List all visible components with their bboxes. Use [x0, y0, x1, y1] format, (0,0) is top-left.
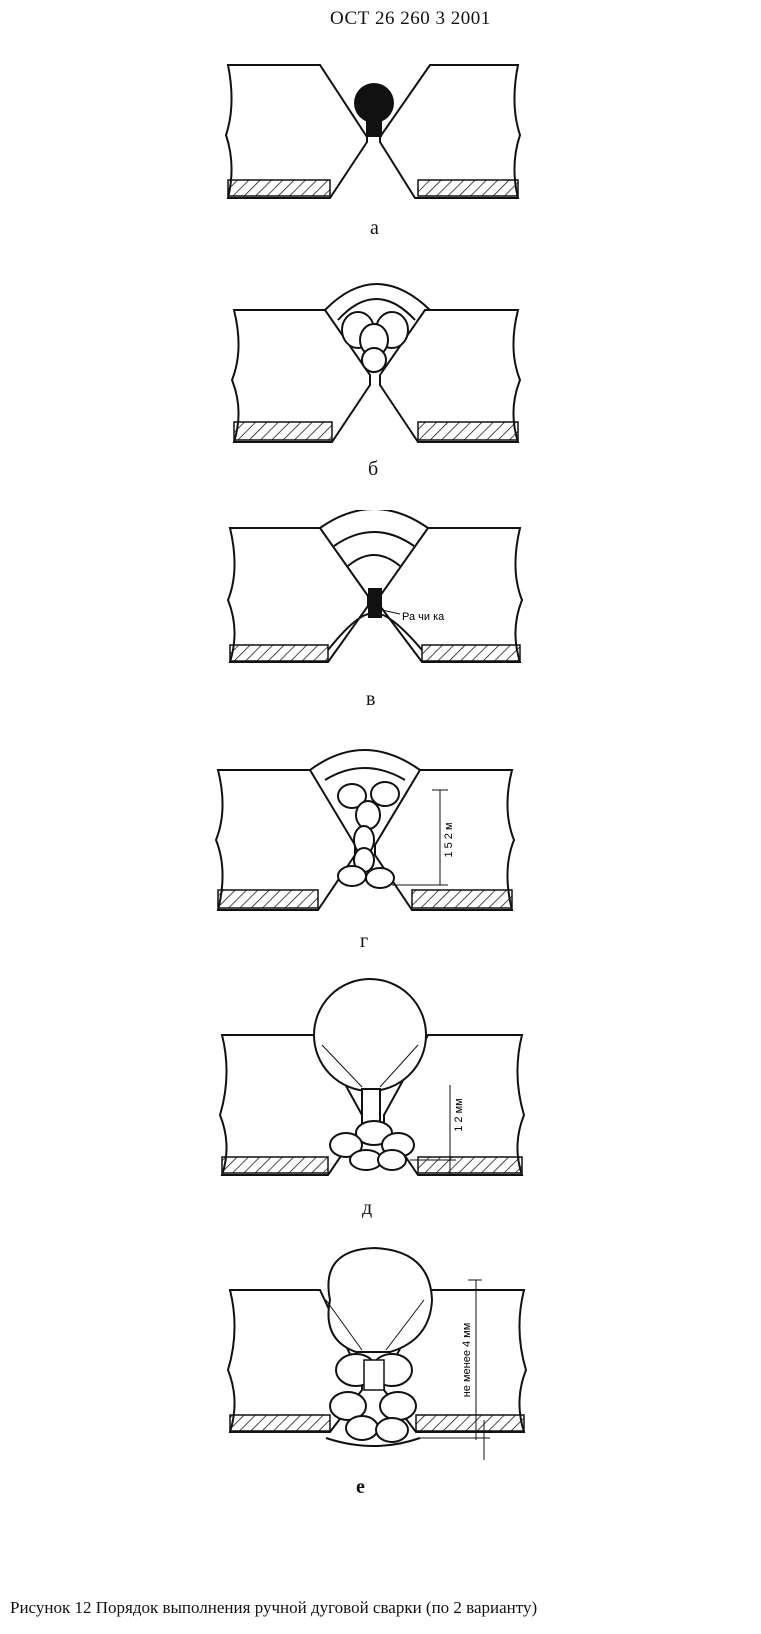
dimension-d: 1 2 мм	[453, 1098, 465, 1131]
document-code: ОСТ 26 260 3 2001	[330, 8, 491, 29]
weld-diagram-e: не менее 4 мм	[226, 1246, 528, 1460]
figure-g: 1 5 2 м г	[0, 740, 761, 952]
figure-d: 1 2 мм д	[0, 975, 761, 1219]
weld-diagram-a	[224, 64, 522, 199]
figure-a: а	[0, 55, 761, 239]
weld-diagram-b	[230, 283, 522, 443]
figure-label-b: б	[368, 458, 379, 480]
figure-label-a: а	[370, 217, 379, 239]
figure-e: не менее 4 мм е	[0, 1240, 761, 1498]
weld-diagram-v: Ра чи ка	[226, 510, 524, 663]
figure-label-e: е	[356, 1476, 365, 1498]
weld-diagram-d: 1 2 мм	[218, 978, 526, 1176]
figure-b: б	[0, 270, 761, 480]
callout-cleaning: Ра чи ка	[402, 611, 445, 623]
figure-label-g: г	[360, 930, 369, 952]
figure-v: Ра чи ка в	[0, 510, 761, 710]
figure-label-d: д	[362, 1197, 373, 1219]
dimension-e: не менее 4 мм	[461, 1323, 473, 1398]
figure-caption: Рисунок 12 Порядок выполнения ручной дуг…	[10, 1598, 538, 1617]
figure-label-v: в	[366, 688, 376, 710]
weld-diagram-g: 1 5 2 м	[214, 749, 516, 911]
dimension-g: 1 5 2 м	[443, 822, 455, 857]
